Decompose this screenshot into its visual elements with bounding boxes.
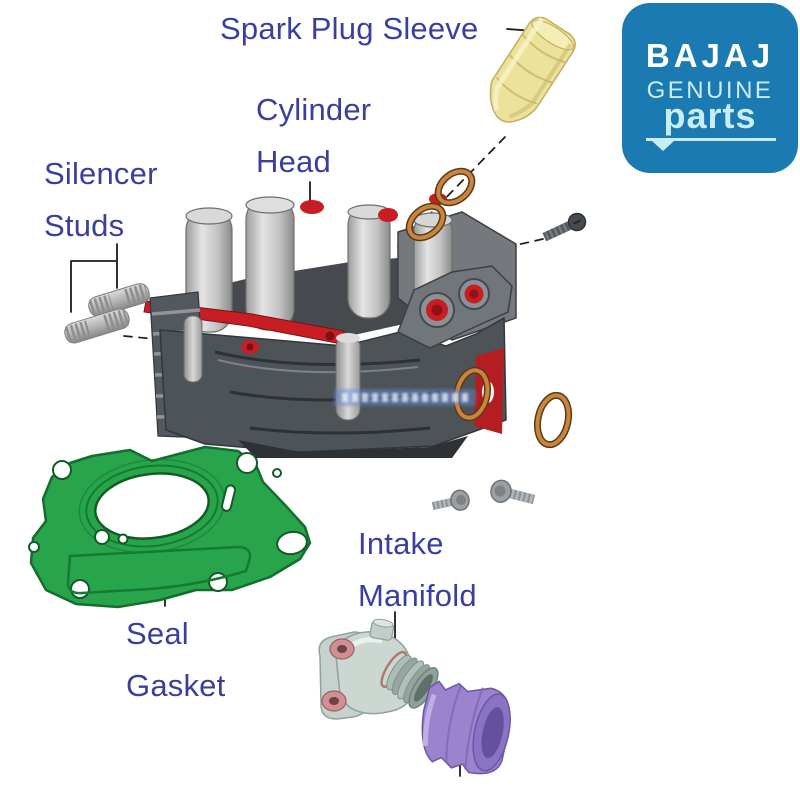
label-spark-plug-sleeve-text: Spark Plug Sleeve	[220, 11, 479, 46]
cylinder-head-render	[143, 193, 517, 458]
watermark	[334, 389, 476, 406]
logo-arrow-icon	[652, 141, 674, 151]
assembly-line-studs	[123, 335, 177, 342]
label-silencer-studs-line1: Silencer	[44, 156, 158, 191]
spark-plug-sleeve-part	[489, 16, 576, 123]
label-intake-manifold: Intake Manifold	[358, 518, 477, 622]
oring-right	[533, 391, 573, 449]
label-silencer-studs: Silencer Studs	[44, 148, 158, 252]
silencer-stud-lower	[64, 308, 130, 344]
label-cylinder-head-line1: Cylinder	[256, 92, 372, 127]
logo-brand-text: BAJAJ	[645, 37, 775, 74]
oring-sleeve-lower	[405, 202, 447, 242]
leader-silencer-studs	[70, 243, 118, 313]
label-silencer-studs-line2: Studs	[44, 208, 125, 243]
intake-manifold-part	[318, 618, 439, 720]
silencer-stud-upper	[88, 283, 150, 317]
label-cylinder-head-line2: Head	[256, 144, 331, 179]
label-seal-gasket-line1: Seal	[126, 616, 189, 651]
label-seal-gasket: Seal Gasket	[126, 608, 225, 712]
logo-genuine-text: GENUINE	[646, 77, 774, 104]
label-intake-manifold-line2: Manifold	[358, 578, 477, 613]
seal-gasket-part	[28, 445, 312, 609]
label-seal-gasket-line2: Gasket	[126, 668, 226, 703]
oring-left	[453, 366, 491, 422]
oring-sleeve-upper	[434, 167, 476, 207]
label-spark-plug-sleeve: Spark Plug Sleeve	[220, 3, 478, 55]
logo-underline	[646, 138, 776, 141]
head-screw	[542, 212, 587, 242]
bajaj-genuine-parts-badge: BAJAJ GENUINE parts	[622, 3, 798, 173]
label-intake-manifold-line1: Intake	[358, 526, 444, 561]
label-cylinder-head: Cylinder Head	[256, 84, 371, 188]
mounting-bolt-left	[431, 489, 470, 511]
intake-cap-part	[421, 680, 511, 775]
logo-parts-text: parts	[663, 95, 757, 136]
mounting-bolt-right	[490, 479, 536, 505]
